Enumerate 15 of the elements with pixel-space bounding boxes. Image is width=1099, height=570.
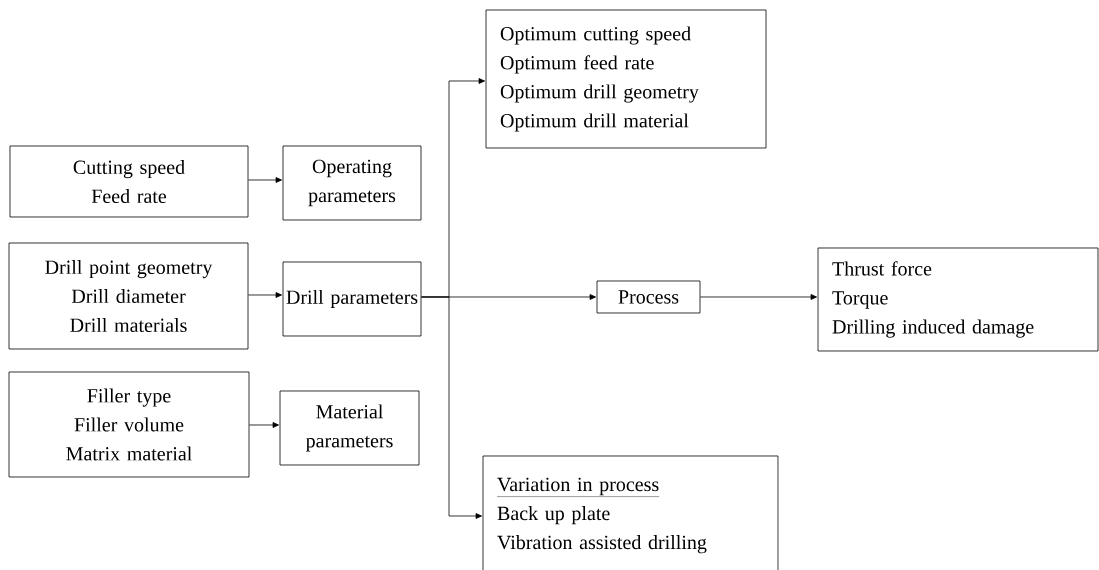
arrow — [248, 292, 282, 298]
process-box: Process — [596, 280, 701, 314]
category-box: Operating parameters — [282, 145, 422, 221]
arrow — [248, 177, 282, 183]
arrow — [700, 294, 817, 300]
variation-box: Variation in process Back up plate Vibration assisted drilling — [482, 455, 779, 570]
parameter-list-box: Filler type Filler volume Matrix material — [8, 371, 250, 478]
arrow — [249, 422, 279, 428]
optimum-box: Optimum cutting speed Optimum feed rate Optimum drill geometry Optimum drill material — [485, 9, 767, 149]
category-box: Drill parameters — [282, 261, 422, 337]
category-box: Material parameters — [279, 390, 420, 466]
parameter-list-box: Drill point geometry Drill diameter Drill materials — [8, 242, 249, 350]
parameter-list-box: Cutting speed Feed rate — [9, 145, 249, 218]
output-box: Thrust force Torque Drilling induced damage — [817, 247, 1099, 352]
arrow — [421, 296, 482, 519]
